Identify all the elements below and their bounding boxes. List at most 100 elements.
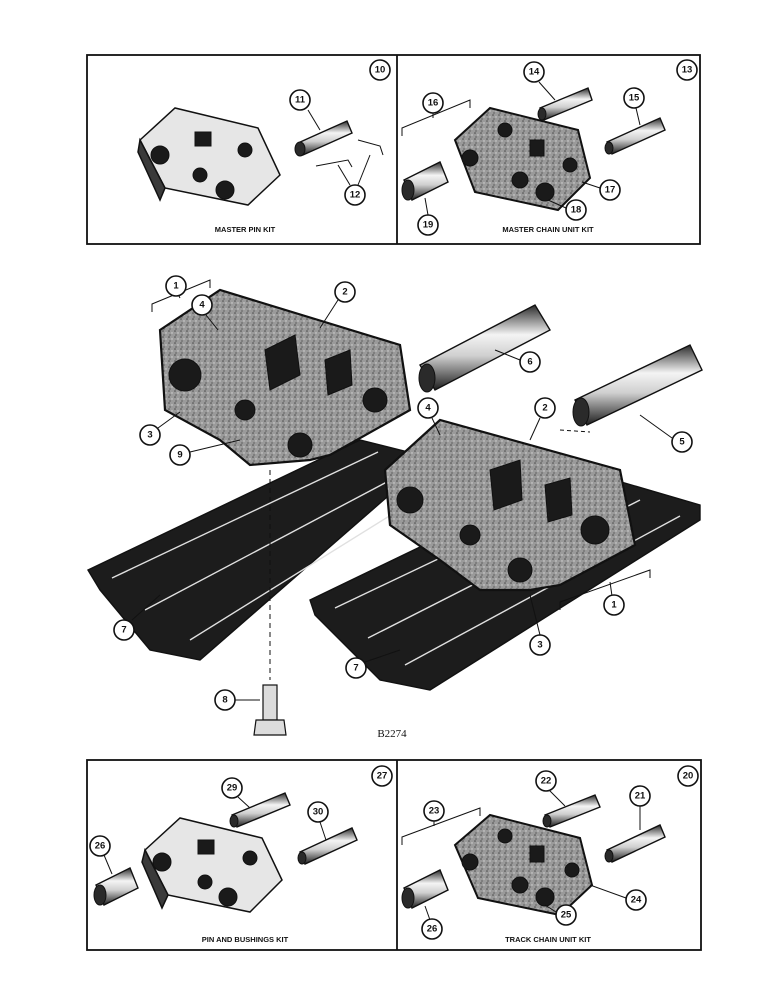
pin-29 (229, 792, 291, 828)
top-kit-panel: MASTER PIN KIT 10 11 12 (86, 54, 701, 245)
master-pin-kit: MASTER PIN KIT 10 11 12 (137, 59, 391, 234)
svg-text:21: 21 (635, 791, 646, 802)
pin-6 (418, 304, 551, 393)
bushing-26-right (401, 869, 449, 909)
chain-link-assembly-left (158, 288, 412, 467)
callout-14: 14 (523, 61, 556, 101)
svg-text:14: 14 (529, 67, 540, 78)
callout-15: 15 (623, 87, 645, 126)
svg-text:24: 24 (631, 895, 642, 906)
svg-text:5: 5 (679, 437, 685, 448)
svg-text:4: 4 (425, 403, 431, 414)
callout-27: 27 (371, 765, 393, 787)
callout-13: 13 (676, 59, 698, 81)
callout-24: 24 (589, 884, 647, 911)
svg-text:19: 19 (423, 220, 434, 231)
track-assembly: 1 2 4 6 5 3 9 (87, 275, 703, 740)
bolt-8 (253, 470, 287, 736)
callout-18: 18 (547, 199, 587, 221)
master-chain-link (453, 106, 592, 212)
callout-30: 30 (307, 801, 329, 841)
svg-text:17: 17 (605, 185, 616, 196)
pin-22 (542, 794, 601, 828)
track-chain-unit-kit-caption: TRACK CHAIN UNIT KIT (505, 935, 591, 944)
callout-26-right: 26 (421, 905, 443, 940)
pin-30 (297, 827, 358, 865)
pin-5 (572, 344, 703, 427)
svg-text:8: 8 (222, 695, 227, 706)
callout-22: 22 (535, 770, 566, 807)
svg-text:1: 1 (611, 600, 617, 611)
bushing-19 (401, 161, 449, 201)
bracket-23 (401, 807, 481, 845)
master-chain-unit-kit: MASTER CHAIN UNIT KIT 13 14 15 16 (401, 59, 698, 236)
callout-23: 23 (423, 800, 445, 826)
svg-text:16: 16 (428, 98, 439, 109)
svg-text:18: 18 (571, 205, 582, 216)
callout-4-bottom: 4 (417, 397, 441, 436)
callout-4-top: 4 (191, 294, 219, 331)
svg-text:25: 25 (561, 910, 572, 921)
track-chain-link (453, 813, 594, 917)
callout-8: 8 (214, 689, 260, 711)
callout-1-top: 1 (165, 275, 187, 299)
svg-text:10: 10 (375, 65, 386, 76)
svg-text:27: 27 (377, 771, 388, 782)
callout-19: 19 (417, 197, 439, 236)
callout-20: 20 (677, 765, 699, 787)
chain-link-assembly-right (383, 418, 637, 592)
callout-7-right: 7 (345, 649, 401, 679)
pin-21 (604, 824, 666, 863)
pin-and-bushings-kit: PIN AND BUSHINGS KIT 27 29 30 26 (89, 765, 393, 944)
svg-text:12: 12 (350, 190, 361, 201)
svg-text:15: 15 (629, 93, 640, 104)
callout-1-bottom: 1 (603, 581, 625, 616)
callout-3-top: 3 (139, 411, 181, 446)
svg-text:2: 2 (342, 287, 347, 298)
callout-21: 21 (629, 785, 651, 830)
callout-2-top: 2 (319, 281, 356, 329)
svg-text:1: 1 (173, 281, 179, 292)
master-pin-kit-link (137, 107, 281, 206)
callout-29: 29 (221, 777, 251, 809)
callout-2-bottom: 2 (529, 397, 556, 441)
svg-text:3: 3 (537, 640, 542, 651)
track-shoe-left (87, 439, 421, 661)
svg-text:11: 11 (295, 95, 306, 106)
svg-text:13: 13 (682, 65, 693, 76)
bracket-16 (401, 99, 471, 136)
pin-5-guideline (559, 429, 591, 433)
svg-text:7: 7 (121, 625, 126, 636)
top-panel-border (86, 54, 701, 245)
svg-text:29: 29 (227, 783, 238, 794)
callout-5: 5 (639, 414, 693, 453)
callout-16: 16 (422, 92, 444, 118)
bracket-1-bottom (559, 569, 651, 610)
master-pin-14 (537, 87, 593, 121)
callout-7-left: 7 (113, 594, 161, 641)
svg-text:20: 20 (683, 771, 694, 782)
svg-text:4: 4 (199, 300, 205, 311)
master-pin-kit-caption: MASTER PIN KIT (215, 225, 276, 234)
callout-3-bottom: 3 (529, 594, 551, 656)
master-chain-unit-kit-caption: MASTER CHAIN UNIT KIT (502, 225, 594, 234)
callout-9: 9 (169, 439, 241, 466)
svg-text:9: 9 (177, 450, 182, 461)
svg-text:23: 23 (429, 806, 440, 817)
svg-text:6: 6 (527, 357, 532, 368)
svg-text:2: 2 (542, 403, 547, 414)
callout-17: 17 (581, 179, 621, 201)
pin-and-bushings-kit-caption: PIN AND BUSHINGS KIT (202, 935, 289, 944)
callout-26-left: 26 (89, 835, 113, 875)
bushing-26-left (93, 867, 139, 906)
bottom-kit-panel: PIN AND BUSHINGS KIT 27 29 30 26 (86, 759, 702, 951)
svg-text:3: 3 (147, 430, 152, 441)
callout-10: 10 (369, 59, 391, 81)
pin-keepers-12 (315, 139, 384, 168)
callout-12: 12 (337, 154, 371, 206)
pin-15 (604, 117, 666, 155)
svg-text:26: 26 (95, 841, 106, 852)
figure-reference: B2274 (377, 728, 407, 740)
master-pin-11 (294, 120, 353, 157)
